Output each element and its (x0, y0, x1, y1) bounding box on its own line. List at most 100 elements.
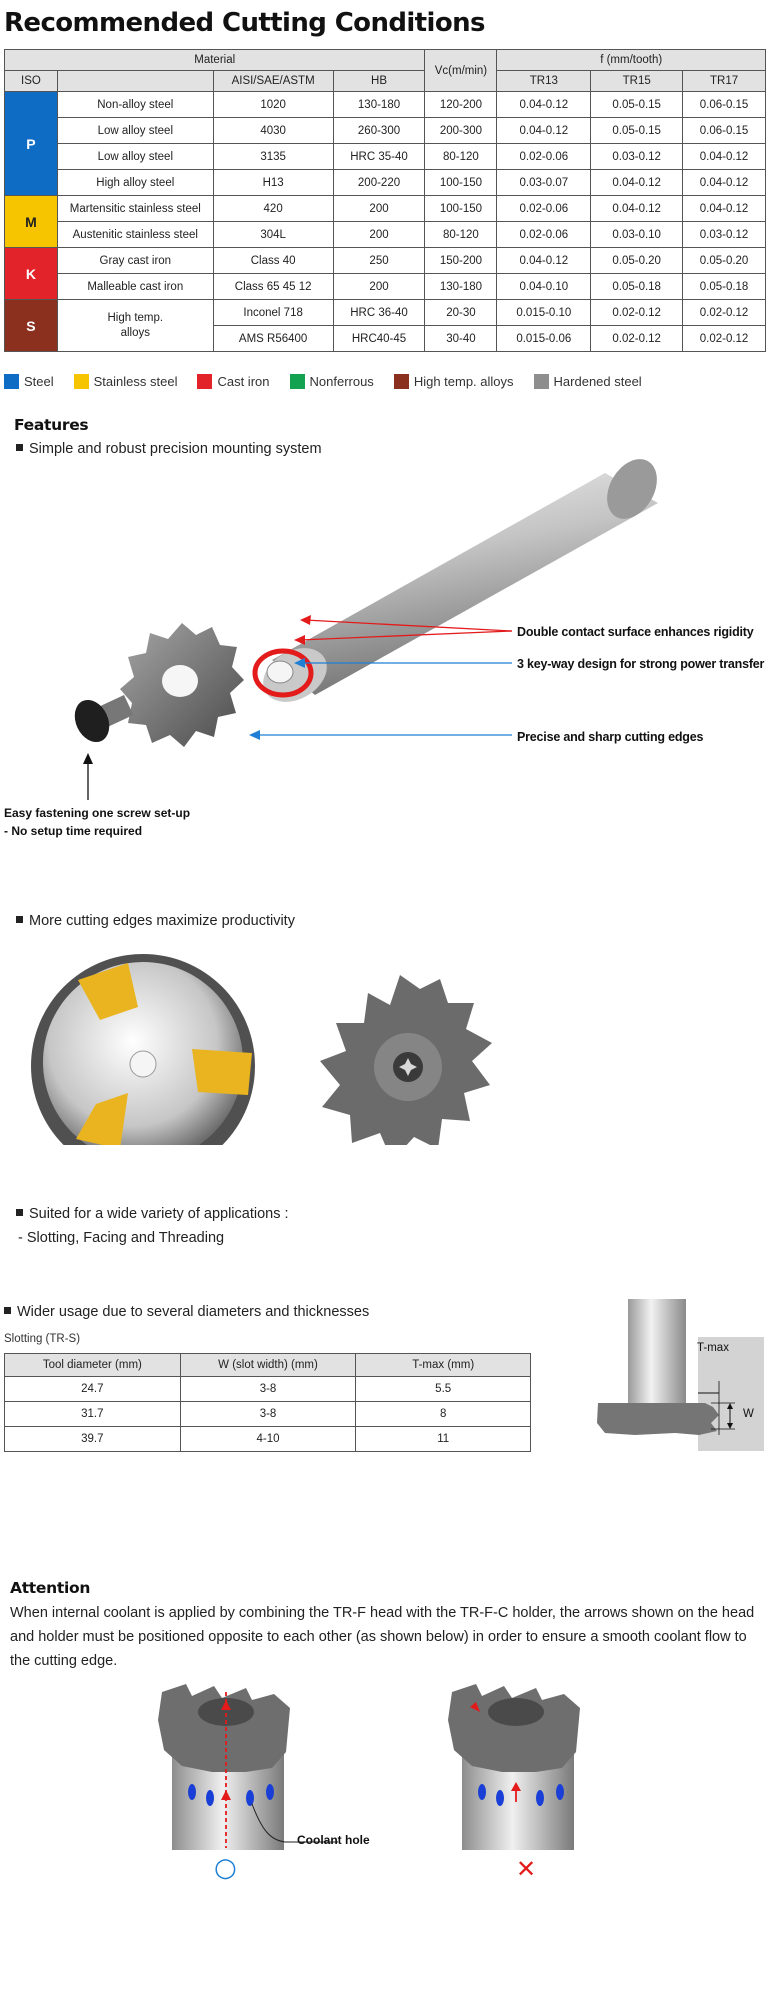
legend-item-hardened: Hardened steel (533, 374, 642, 389)
material-cell: Malleable cast iron (56, 273, 214, 300)
bullet-text: Simple and robust precision mounting sys… (29, 441, 322, 457)
contact-ring (252, 648, 314, 698)
hb-cell: 200 (332, 273, 426, 300)
tr13-cell: 0.04-0.12 (496, 117, 592, 144)
legend-item-high-temp: High temp. alloys (393, 374, 514, 389)
header-tr15: TR15 (590, 70, 684, 92)
callout-line-contact-b (299, 630, 513, 641)
coolant-hole-icon (536, 1790, 544, 1806)
material-cell: High alloy steel (56, 169, 214, 196)
grade-cell: Class 65 45 12 (212, 273, 334, 300)
tr17-cell: 0.04-0.12 (682, 195, 766, 222)
grade-cell: AMS R56400 (212, 325, 334, 352)
head-bore (198, 1698, 254, 1726)
callout-keyway: 3 key-way design for strong power transf… (517, 657, 765, 671)
vc-cell: 20-30 (424, 299, 498, 326)
tr17-cell: 0.04-0.12 (682, 143, 766, 170)
coolant-hole-icon (266, 1784, 274, 1800)
arrow-head-icon (221, 1700, 231, 1710)
table-row: Low alloy steel 4030 260-300 200-300 0.0… (5, 117, 766, 144)
coolant-hole-icon (496, 1790, 504, 1806)
coolant-hole-icon (246, 1790, 254, 1806)
vc-cell: 100-150 (424, 169, 498, 196)
grade-cell: Inconel 718 (212, 299, 334, 326)
holder-assembly-illustration (74, 459, 658, 800)
tr17-cell: 0.02-0.12 (682, 325, 766, 352)
vc-cell: 80-120 (424, 143, 498, 170)
diameter-cell: 24.7 (4, 1376, 181, 1402)
header-tmax: T-max (mm) (355, 1353, 531, 1377)
vc-cell: 150-200 (424, 247, 498, 274)
tr17-cell: 0.05-0.18 (682, 273, 766, 300)
slotting-caption: Slotting (TR-S) (4, 1333, 81, 1345)
iso-k-badge: K (4, 247, 58, 300)
head-bore (488, 1698, 544, 1726)
feature-bullet-mounting: Simple and robust precision mounting sys… (16, 441, 322, 457)
hb-cell: 200 (332, 221, 426, 248)
header-vc: Vc(m/min) (424, 49, 498, 92)
bullet-square-icon (16, 916, 23, 923)
legend-label: High temp. alloys (413, 374, 514, 389)
header-tr13: TR13 (496, 70, 592, 92)
tr15-cell: 0.04-0.12 (590, 195, 684, 222)
grade-cell: 420 (212, 195, 334, 222)
coolant-hole-icon (206, 1790, 214, 1806)
table-row: 31.7 3-8 8 (4, 1401, 531, 1427)
legend-label: Cast iron (217, 374, 270, 389)
yellow-insert (192, 1049, 252, 1095)
vc-cell: 80-120 (424, 221, 498, 248)
bullet-text: More cutting edges maximize productivity (29, 913, 295, 929)
width-cell: 3-8 (179, 1401, 357, 1427)
hb-cell: 250 (332, 247, 426, 274)
tr15-cell: 0.02-0.12 (590, 325, 684, 352)
hb-cell: HRC40-45 (332, 325, 426, 352)
diameter-cell: 31.7 (4, 1401, 181, 1427)
tr15-cell: 0.02-0.12 (590, 299, 684, 326)
torx-star-icon (399, 1058, 417, 1076)
header-slot-width: W (slot width) (mm) (179, 1353, 357, 1377)
pilot-bore (266, 660, 294, 684)
shank-end (607, 459, 657, 519)
material-legend: Steel Stainless steel Cast iron Nonferro… (4, 374, 662, 389)
slotting-cutter (597, 1403, 719, 1435)
tmax-cell: 5.5 (355, 1376, 531, 1402)
cutter-head (448, 1684, 580, 1772)
material-cell: High temp. alloys (56, 299, 214, 352)
tr13-cell: 0.02-0.06 (496, 195, 592, 222)
tr17-cell: 0.04-0.12 (682, 169, 766, 196)
tr13-cell: 0.04-0.10 (496, 273, 592, 300)
correct-orientation-figure (158, 1684, 338, 1850)
material-cell: Low alloy steel (56, 117, 214, 144)
grade-cell: Class 40 (212, 247, 334, 274)
screw-head (74, 699, 110, 743)
bullet-square-icon (16, 444, 23, 451)
table-row: 24.7 3-8 5.5 (4, 1376, 531, 1402)
arrow-head-icon (470, 1702, 480, 1712)
workpiece-block (698, 1337, 764, 1451)
coolant-hole-icon (556, 1784, 564, 1800)
tmax-cell: 8 (355, 1401, 531, 1427)
hb-cell: HRC 35-40 (332, 143, 426, 170)
header-feed: f (mm/tooth) (496, 49, 766, 71)
table-row: P Non-alloy steel 1020 130-180 120-200 0… (4, 91, 766, 196)
vc-cell: 120-200 (424, 91, 498, 118)
tmax-cell: 11 (355, 1426, 531, 1452)
feature-bullet-edges: More cutting edges maximize productivity (16, 913, 295, 929)
callout-double-contact: Double contact surface enhances rigidity (517, 625, 754, 639)
bullet-square-icon (4, 1307, 11, 1314)
material-cell: Gray cast iron (56, 247, 214, 274)
header-tr17: TR17 (682, 70, 766, 92)
tr15-cell: 0.05-0.18 (590, 273, 684, 300)
callout-cutting-edges: Precise and sharp cutting edges (517, 730, 704, 744)
tr17-cell: 0.06-0.15 (682, 91, 766, 118)
hb-cell: 200 (332, 195, 426, 222)
coolant-hole-icon (188, 1784, 196, 1800)
feature-bullet-applications: Suited for a wide variety of application… (16, 1206, 289, 1222)
arrow-head-icon (249, 730, 260, 740)
hb-cell: 130-180 (332, 91, 426, 118)
coolant-callout-line (251, 1803, 338, 1843)
tmax-label: T-max (697, 1342, 729, 1354)
w-label: W (743, 1408, 754, 1420)
slotting-diagram (597, 1299, 764, 1451)
yellow-insert (76, 1093, 128, 1145)
